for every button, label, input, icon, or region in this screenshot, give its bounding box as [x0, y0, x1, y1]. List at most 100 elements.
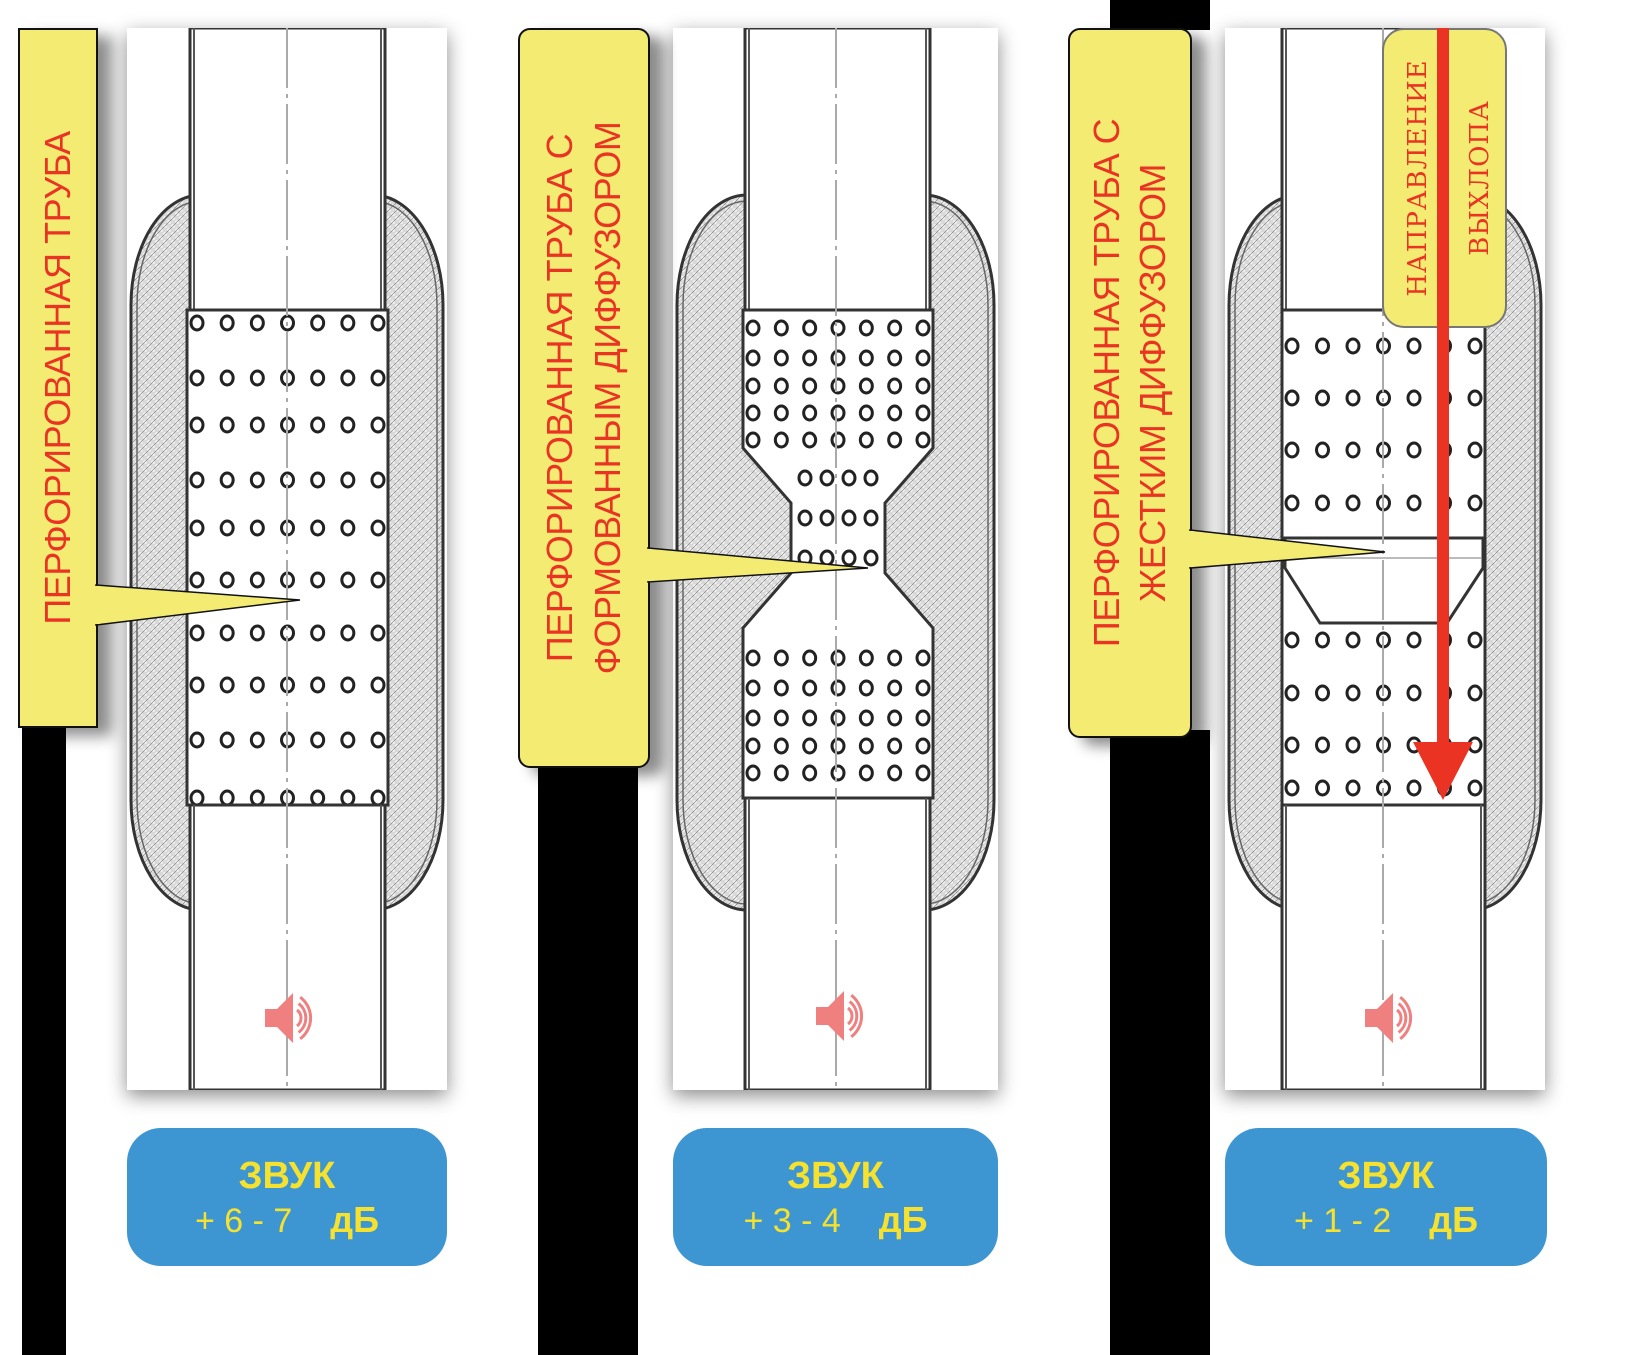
perforation-hole — [370, 471, 386, 489]
perforation-hole — [802, 431, 818, 449]
perforation-hole — [1315, 736, 1330, 754]
perforation-hole — [797, 469, 813, 487]
perforation-hole — [858, 649, 874, 667]
perforation-hole — [802, 404, 818, 422]
perforation-hole — [249, 314, 265, 332]
perforation-hole — [1284, 631, 1300, 649]
perforation-hole — [819, 469, 835, 487]
perforation-hole — [830, 431, 846, 449]
sound-wave — [1397, 1002, 1408, 1034]
perforation-hole — [858, 679, 874, 697]
speaker-cone — [1377, 993, 1393, 1043]
perforation-hole — [310, 571, 326, 589]
perforation-hole — [802, 679, 818, 697]
perforation-hole — [830, 404, 846, 422]
perforation-hole — [830, 649, 846, 667]
perforation-hole — [219, 369, 235, 387]
perforation-hole — [1406, 494, 1422, 512]
perforation-hole — [745, 709, 761, 727]
badge-title: ЗВУК — [1337, 1155, 1435, 1197]
callout-label: ПЕРФОРИРОВАННАЯ ТРУБА С ЖЕСТКИМ ДИФФУЗОР… — [1084, 119, 1176, 647]
perforation-hole — [745, 349, 761, 367]
perforation-hole — [1467, 494, 1483, 512]
perforation-hole — [340, 314, 356, 332]
perforation-hole — [802, 649, 818, 667]
db-unit: дБ — [1429, 1199, 1479, 1240]
perforation-hole — [858, 709, 874, 727]
perforation-hole — [189, 731, 205, 749]
speaker-icon — [1365, 993, 1413, 1043]
perforation-hole — [863, 509, 879, 527]
perforation-hole — [1406, 684, 1422, 702]
background-bar — [22, 720, 66, 1355]
perforation-hole — [249, 369, 265, 387]
perforation-hole — [773, 649, 789, 667]
perforation-hole — [773, 764, 789, 782]
speaker-icon — [265, 993, 313, 1043]
perforation-hole — [219, 471, 235, 489]
perforation-hole — [802, 349, 818, 367]
perforation-hole — [802, 737, 818, 755]
perforation-hole — [1315, 684, 1330, 702]
perforation-hole — [310, 369, 326, 387]
perforation-hole — [887, 349, 903, 367]
perforation-hole — [887, 679, 903, 697]
perforation-hole — [310, 314, 326, 332]
perforation-hole — [1345, 684, 1361, 702]
db-unit: дБ — [330, 1199, 380, 1240]
sound-wave — [1395, 1008, 1403, 1028]
muffler-diagram-formed-diffuser — [673, 28, 998, 1090]
perforation-hole — [745, 377, 761, 395]
sound-wave — [297, 1002, 308, 1034]
callout-formed-diffuser: ПЕРФОРИРОВАННАЯ ТРУБА С ФОРМОВАННЫМ ДИФФ… — [518, 28, 650, 768]
perforation-hole — [915, 709, 931, 727]
perforation-hole — [1345, 494, 1361, 512]
perforation-hole — [1345, 441, 1361, 459]
sound-wave — [1399, 996, 1413, 1040]
perforation-hole — [745, 431, 761, 449]
perforation-hole — [915, 404, 931, 422]
perforation-hole — [1467, 441, 1483, 459]
perforation-hole — [802, 709, 818, 727]
perforation-hole — [1467, 389, 1483, 407]
perforation-hole — [1315, 779, 1330, 797]
perforation-hole — [1315, 494, 1330, 512]
perforation-hole — [189, 369, 205, 387]
perforation-hole — [340, 571, 356, 589]
perforation-hole — [915, 737, 931, 755]
perforation-hole — [310, 731, 326, 749]
perforation-hole — [773, 404, 789, 422]
perforation-hole — [830, 319, 846, 337]
sound-wave — [299, 996, 313, 1040]
perforation-hole — [915, 377, 931, 395]
speaker-body — [1365, 1009, 1379, 1027]
perforation-hole — [310, 519, 326, 537]
perforation-hole — [830, 349, 846, 367]
perforation-hole — [370, 416, 386, 434]
perforation-hole — [887, 709, 903, 727]
perforation-hole — [858, 319, 874, 337]
direction-line-2: ВЫХЛОПА — [1465, 100, 1495, 256]
perforation-hole — [915, 431, 931, 449]
perforation-hole — [340, 416, 356, 434]
callout-line-2: ЖЕСТКИМ ДИФФУЗОРОМ — [1132, 164, 1173, 602]
speaker-body — [265, 1009, 279, 1027]
perforation-hole — [370, 676, 386, 694]
perforation-hole — [219, 314, 235, 332]
perforation-hole — [773, 709, 789, 727]
db-range: + 6 - 7 — [194, 1202, 293, 1240]
speaker-cone — [828, 991, 844, 1041]
perforation-hole — [858, 764, 874, 782]
perforation-hole — [1284, 494, 1300, 512]
perforation-hole — [745, 679, 761, 697]
perforation-hole — [340, 471, 356, 489]
perforation-hole — [1315, 441, 1330, 459]
pipe — [743, 796, 932, 1090]
perforation-hole — [219, 624, 235, 642]
perforation-hole — [841, 509, 857, 527]
perforation-hole — [745, 319, 761, 337]
pipe — [743, 28, 932, 312]
perforation-hole — [1284, 441, 1300, 459]
speaker-cone — [277, 993, 293, 1043]
perforation-hole — [858, 404, 874, 422]
